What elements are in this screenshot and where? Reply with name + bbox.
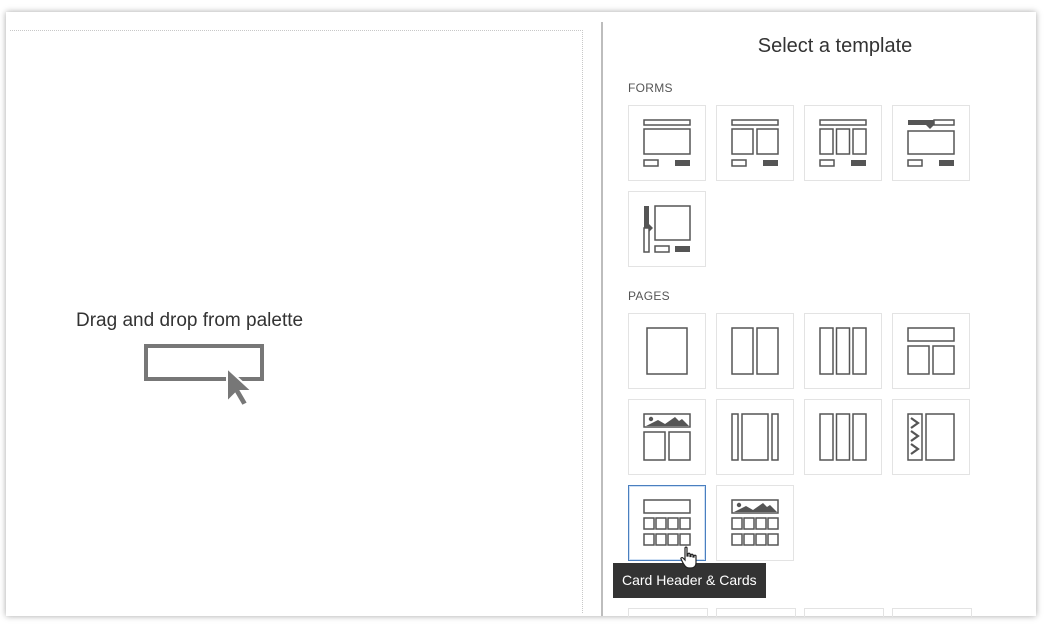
- template-form-two-column[interactable]: [716, 105, 794, 181]
- template-form-side-nav[interactable]: [628, 191, 706, 267]
- template-page-header-two-column[interactable]: [892, 313, 970, 389]
- template-tooltip: Card Header & Cards: [613, 563, 766, 598]
- template-image-header-cards[interactable]: [716, 485, 794, 561]
- form-three-column-icon: [819, 119, 867, 167]
- template-page-sidebars[interactable]: [716, 399, 794, 475]
- template-panel: Select a template FORMS: [612, 22, 1032, 616]
- template-tile-partial[interactable]: [892, 608, 972, 617]
- template-form-single[interactable]: [628, 105, 706, 181]
- page-image-header-icon: [643, 413, 691, 461]
- page-sidebars-icon: [731, 413, 779, 461]
- template-page-three-column[interactable]: [804, 313, 882, 389]
- panel-divider: [601, 22, 603, 616]
- form-top-nav-icon: [907, 119, 955, 167]
- template-page-two-column[interactable]: [716, 313, 794, 389]
- page-single-icon: [646, 327, 688, 375]
- template-page-three-panel[interactable]: [804, 399, 882, 475]
- form-side-nav-icon: [643, 205, 691, 253]
- template-form-top-nav[interactable]: [892, 105, 970, 181]
- pages-section-label: PAGES: [628, 289, 670, 303]
- hand-cursor-icon: [680, 546, 698, 575]
- template-form-three-column[interactable]: [804, 105, 882, 181]
- image-header-cards-icon: [731, 499, 779, 546]
- card-header-cards-icon: [643, 499, 691, 546]
- page-three-column-icon: [819, 327, 867, 375]
- drag-drop-icon: [144, 344, 268, 411]
- page-header-two-column-icon: [907, 327, 955, 375]
- template-tile-partial[interactable]: [716, 608, 796, 617]
- form-single-icon: [643, 119, 691, 167]
- template-page-wizard[interactable]: [892, 399, 970, 475]
- drop-hint: Drag and drop from palette: [76, 310, 304, 331]
- form-two-column-icon: [731, 119, 779, 167]
- template-page-single[interactable]: [628, 313, 706, 389]
- template-card-header-cards[interactable]: [628, 485, 706, 561]
- template-tile-partial[interactable]: [628, 608, 708, 617]
- panel-title: Select a template: [757, 35, 913, 57]
- page-two-column-icon: [731, 327, 779, 375]
- page-three-panel-icon: [819, 413, 867, 461]
- template-tile-partial[interactable]: [804, 608, 884, 617]
- page-wizard-icon: [907, 413, 955, 461]
- template-page-image-header[interactable]: [628, 399, 706, 475]
- forms-section-label: FORMS: [628, 81, 673, 95]
- design-canvas[interactable]: [10, 30, 583, 613]
